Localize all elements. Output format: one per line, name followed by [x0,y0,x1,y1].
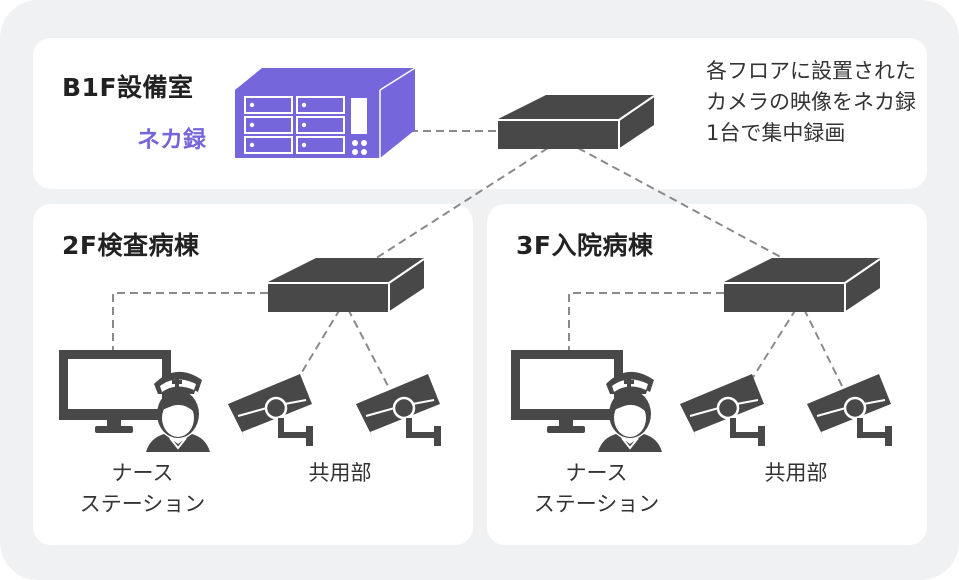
switch-3f-icon [723,257,881,314]
floor3-title: 3F入院病棟 [516,231,654,260]
connection-lines [112,130,843,387]
floor2-station-line2: ステーション [79,492,206,516]
floor2-nurse-station-label: ナース ステーション [60,458,225,520]
floor3-nurse-station-label: ナース ステーション [514,458,679,520]
recorder-brand-label: ネカ録 [137,127,206,153]
line-hub-to-3f [577,147,791,263]
central-switch-icon [497,94,655,151]
line-2f-switch-to-station [112,292,268,350]
camera-3f-2-icon [805,372,894,448]
line-3f-switch-to-station [568,292,724,350]
floor3-station-line2: ステーション [533,492,660,516]
monitor-2f-icon [59,350,171,433]
switch-2f-icon [267,257,425,314]
monitor-3f-icon [511,350,623,433]
line-2f-switch-to-cam1 [295,308,341,383]
floor3-station-line1: ナース [565,461,628,485]
line-3f-switch-to-cam1 [749,308,797,383]
floor2-title: 2F検査病棟 [62,231,200,260]
camera-2f-1-icon [226,372,315,448]
b1f-title: B1F設備室 [62,73,194,102]
camera-2f-2-icon [354,372,443,448]
floor2-common-area-label: 共用部 [308,461,372,485]
nvr-recorder-icon [235,67,416,158]
line-2f-switch-to-cam2 [347,308,389,387]
line-3f-switch-to-cam2 [803,308,843,387]
floor3-common-area-label: 共用部 [764,461,828,485]
panel-b1f-equipment-room [33,38,927,189]
line-hub-to-2f [369,147,549,263]
b1f-description: 各フロアに設置されたカメラの映像をネカ録1台で集中録画 [706,59,916,145]
camera-3f-1-icon [678,372,767,448]
floor2-station-line1: ナース [111,461,174,485]
